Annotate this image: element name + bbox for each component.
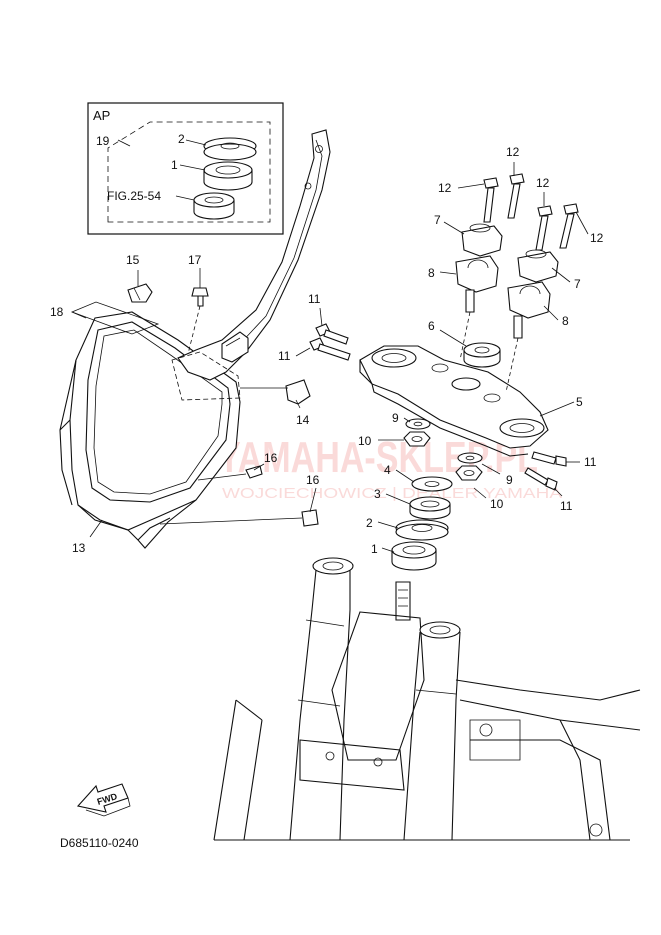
dust-seal-2 <box>395 519 449 541</box>
ring-nut-3 <box>409 496 451 520</box>
callout-14: 14 <box>296 413 310 427</box>
callout-9-left: 9 <box>392 411 399 425</box>
callout-12-d: 12 <box>590 231 604 245</box>
callout-12-c: 12 <box>536 176 550 190</box>
callout-10-left: 10 <box>358 434 372 448</box>
number-plate <box>59 301 241 549</box>
washer-9-right <box>457 452 483 464</box>
callout-2: 2 <box>366 516 373 530</box>
nut-6 <box>463 342 501 368</box>
fwd-arrow-icon <box>76 783 129 813</box>
watermark-title: YAMAHA-SKLEP.PL <box>218 433 538 482</box>
bolts-12 <box>483 173 579 251</box>
callout-7-left: 7 <box>434 213 441 227</box>
watermark-subtitle: WOJCIECHOWICZ | DEALER YAMAHA <box>222 485 562 502</box>
callout-6: 6 <box>428 319 435 333</box>
bolts-11-left <box>309 323 351 361</box>
callouts: 1 2 3 4 5 6 7 7 8 8 9 9 10 10 11 11 11 1… <box>50 145 604 556</box>
inset-ap: AP 19 2 1 FIG.25-54 <box>87 102 284 235</box>
callout-3: 3 <box>374 487 381 501</box>
leader-lines <box>71 162 589 553</box>
callout-11-right-lower: 11 <box>560 499 573 513</box>
callout-10-right: 10 <box>490 497 504 511</box>
callout-16-upper: 16 <box>264 451 278 465</box>
fork-and-frame <box>213 557 641 841</box>
clip-15 <box>127 283 153 303</box>
nut-10-right <box>455 465 483 481</box>
damper-14 <box>240 379 311 405</box>
callout-12-a: 12 <box>506 145 520 159</box>
callout-4: 4 <box>384 463 391 477</box>
washer-4 <box>411 476 453 492</box>
washer-9-left <box>405 418 431 430</box>
callout-13: 13 <box>72 541 86 555</box>
nut-10-left <box>403 431 431 447</box>
callout-17: 17 <box>188 253 202 267</box>
drawing-code: D685110-0240 <box>60 836 139 850</box>
cowl-stay <box>171 129 331 401</box>
callout-12-b: 12 <box>438 181 452 195</box>
bolt-17 <box>187 287 209 355</box>
callout-1: 1 <box>371 542 378 556</box>
pad-16-upper <box>197 465 263 481</box>
inset-callout-1: 1 <box>171 158 178 172</box>
callout-9-right: 9 <box>506 473 513 487</box>
pad-16-lower <box>159 509 319 527</box>
callout-5: 5 <box>576 395 583 409</box>
fwd-arrow: FWD <box>76 783 131 817</box>
callout-7-right: 7 <box>574 277 581 291</box>
callout-8-left: 8 <box>428 266 435 280</box>
upper-bracket-5 <box>359 345 549 457</box>
bolts-11-right <box>524 451 567 491</box>
callout-11-top: 11 <box>308 292 321 306</box>
callout-18: 18 <box>50 305 64 319</box>
bearing-1 <box>391 541 437 571</box>
inset-callout-19: 19 <box>96 134 110 148</box>
callout-11-mid: 11 <box>278 349 291 363</box>
holder-right <box>505 249 559 393</box>
callout-8-right: 8 <box>562 314 569 328</box>
callout-11-right-upper: 11 <box>584 455 597 469</box>
inset-callout-2: 2 <box>178 132 185 146</box>
inset-label: AP <box>93 108 110 123</box>
callout-15: 15 <box>126 253 140 267</box>
callout-16-lower: 16 <box>306 473 320 487</box>
holder-left <box>455 223 503 361</box>
inset-reference: FIG.25-54 <box>107 189 161 203</box>
